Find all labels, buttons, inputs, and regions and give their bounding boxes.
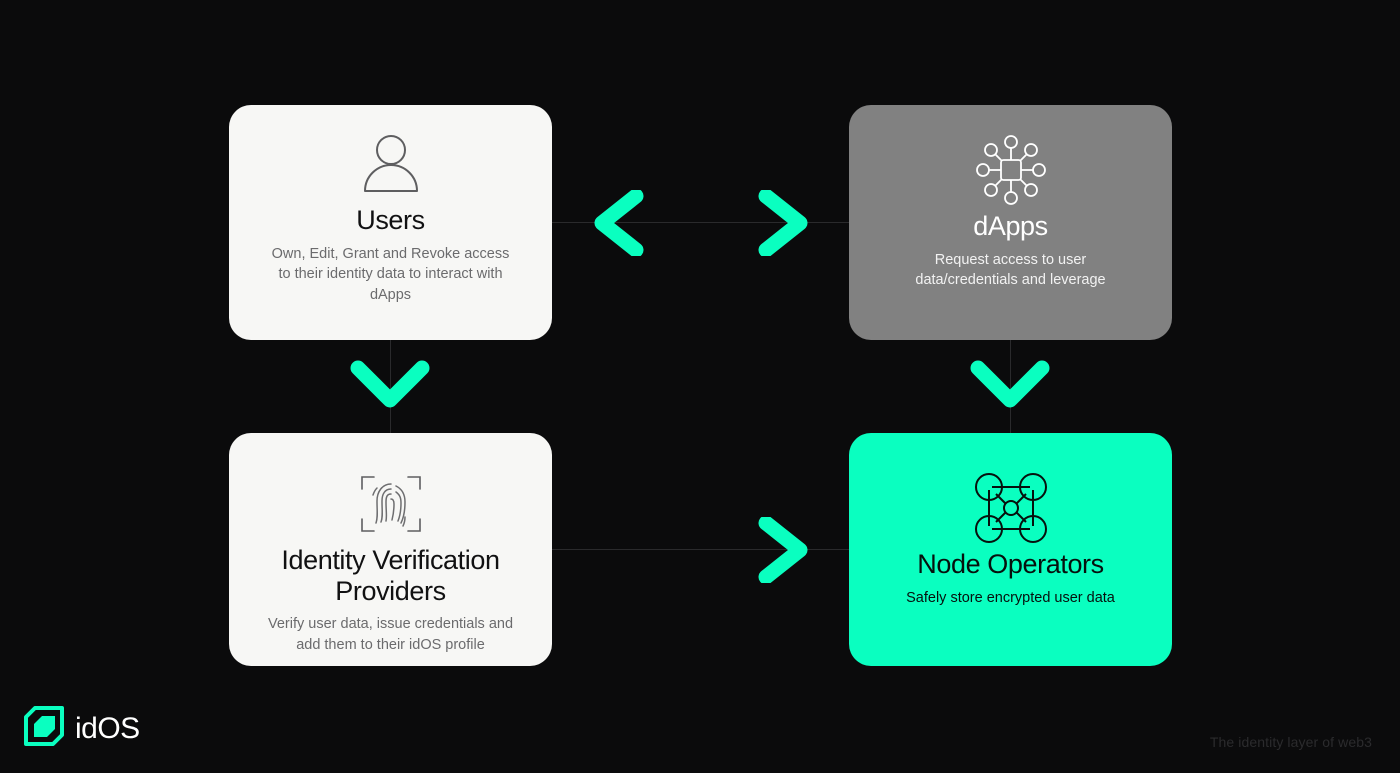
fingerprint-scan-icon [360, 473, 422, 535]
arrow-right-chevron-users-to-dapps [758, 190, 814, 256]
tagline: The identity layer of web3 [1209, 734, 1372, 750]
card-description-ivp: Verify user data, issue credentials and … [267, 616, 514, 653]
card-title-dapps: dApps [973, 211, 1048, 241]
arrow-right-chevron-ivp-to-nodes [758, 517, 814, 583]
card-users[interactable]: Users Own, Edit, Grant and Revoke access… [229, 105, 552, 340]
card-identity-verification-providers[interactable]: Identity Verification Providers Verify u… [229, 433, 552, 666]
card-description-dapps: Request access to user data/credentials … [915, 251, 1106, 289]
person-icon [361, 133, 421, 195]
card-title-node-operators: Node Operators [917, 549, 1104, 579]
idos-cube-logo-icon [24, 706, 64, 751]
idos-logo[interactable]: idOS [24, 706, 140, 751]
card-description-node-operators: Safely store encrypted user data [906, 589, 1115, 606]
connector-line-users-dapps [552, 222, 849, 223]
connector-line-dapps-nodes [1010, 340, 1011, 433]
card-dapps[interactable]: dApps Request access to user data/creden… [849, 105, 1172, 340]
arrow-down-chevron-users-to-ivp [350, 358, 430, 414]
card-title-ivp: Identity Verification Providers [281, 545, 500, 606]
node-graph-icon [974, 473, 1048, 543]
connector-line-users-ivp [390, 340, 391, 433]
arrow-down-chevron-dapps-to-nodes [970, 358, 1050, 414]
card-description-users: Own, Edit, Grant and Revoke access to th… [271, 245, 510, 303]
idos-logo-text: idOS [75, 711, 140, 745]
network-hub-icon [973, 135, 1049, 205]
card-node-operators[interactable]: Node Operators Safely store encrypted us… [849, 433, 1172, 666]
connector-line-ivp-nodes [552, 549, 849, 550]
card-title-users: Users [356, 205, 425, 235]
arrow-left-chevron-dapps-to-users [588, 190, 644, 256]
